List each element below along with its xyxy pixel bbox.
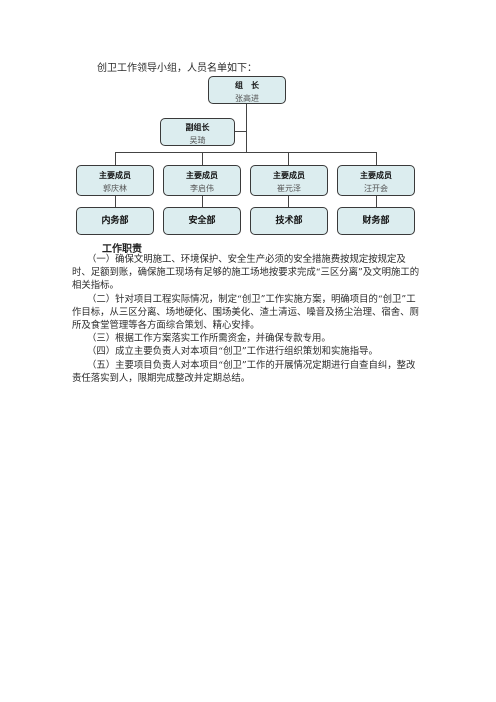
member-role: 主要成员 [273, 171, 305, 180]
org-deputy-box: 副组长 吴琦 [160, 118, 235, 146]
leader-name: 张高进 [235, 94, 259, 103]
connector-dept-3 [288, 196, 289, 208]
connector-member-4 [376, 152, 377, 166]
org-leader-box: 组 长 张高进 [208, 76, 286, 104]
connector-member-3 [288, 152, 289, 166]
duty-paragraph: （四）成立主要负责人对本项目“创卫”工作进行组织策划和实施指导。 [87, 346, 378, 358]
member-name: 李启伟 [190, 184, 214, 193]
duties-heading: 工作职责 [102, 244, 142, 255]
leader-role: 组 长 [235, 81, 259, 90]
connector-dept-1 [115, 196, 116, 208]
member-name: 郭庆林 [103, 184, 127, 193]
deputy-name: 吴琦 [189, 136, 206, 145]
intro-text: 创卫工作领导小组，人员名单如下： [97, 63, 257, 74]
duty-paragraph: （二）针对项目工程实际情况，制定“创卫”工作实施方案，明确项目的“创卫”工作目标… [72, 293, 419, 332]
duties-list: （一）确保文明施工、环境保护、安全生产必须的安全措施费按规定按规定及时、足额到账… [72, 253, 422, 385]
org-member-box: 主要成员 崔元泽 [250, 165, 328, 196]
connector-dept-4 [376, 196, 377, 208]
org-member-box: 主要成员 郭庆林 [76, 165, 154, 196]
member-name: 汪开会 [364, 184, 388, 193]
org-department-box: 内务部 [76, 207, 154, 235]
member-role: 主要成员 [360, 171, 392, 180]
connector-deputy [235, 131, 247, 132]
deputy-role: 副组长 [185, 123, 210, 132]
duty-paragraph: （五）主要项目负责人对本项目“创卫”工作的开展情况定期进行自查自纠，整改责任落实… [72, 359, 416, 384]
duty-paragraph: （一）确保文明施工、环境保护、安全生产必须的安全措施费按规定按规定及时、足额到账… [72, 254, 420, 292]
org-member-box: 主要成员 汪开会 [337, 165, 415, 196]
org-department-box: 技术部 [250, 207, 328, 235]
connector-member-1 [115, 152, 116, 166]
duty-paragraph: （三）根据工作方案落实工作所需资金，并确保专款专用。 [87, 333, 331, 345]
org-department-box: 财务部 [337, 207, 415, 235]
connector-members-bar [115, 152, 377, 153]
connector-leader-down [246, 103, 247, 152]
connector-member-2 [202, 152, 203, 166]
member-role: 主要成员 [186, 171, 218, 180]
member-name: 崔元泽 [277, 184, 301, 193]
connector-dept-2 [202, 196, 203, 208]
org-member-box: 主要成员 李启伟 [163, 165, 241, 196]
org-department-box: 安全部 [163, 207, 241, 235]
member-role: 主要成员 [99, 171, 131, 180]
